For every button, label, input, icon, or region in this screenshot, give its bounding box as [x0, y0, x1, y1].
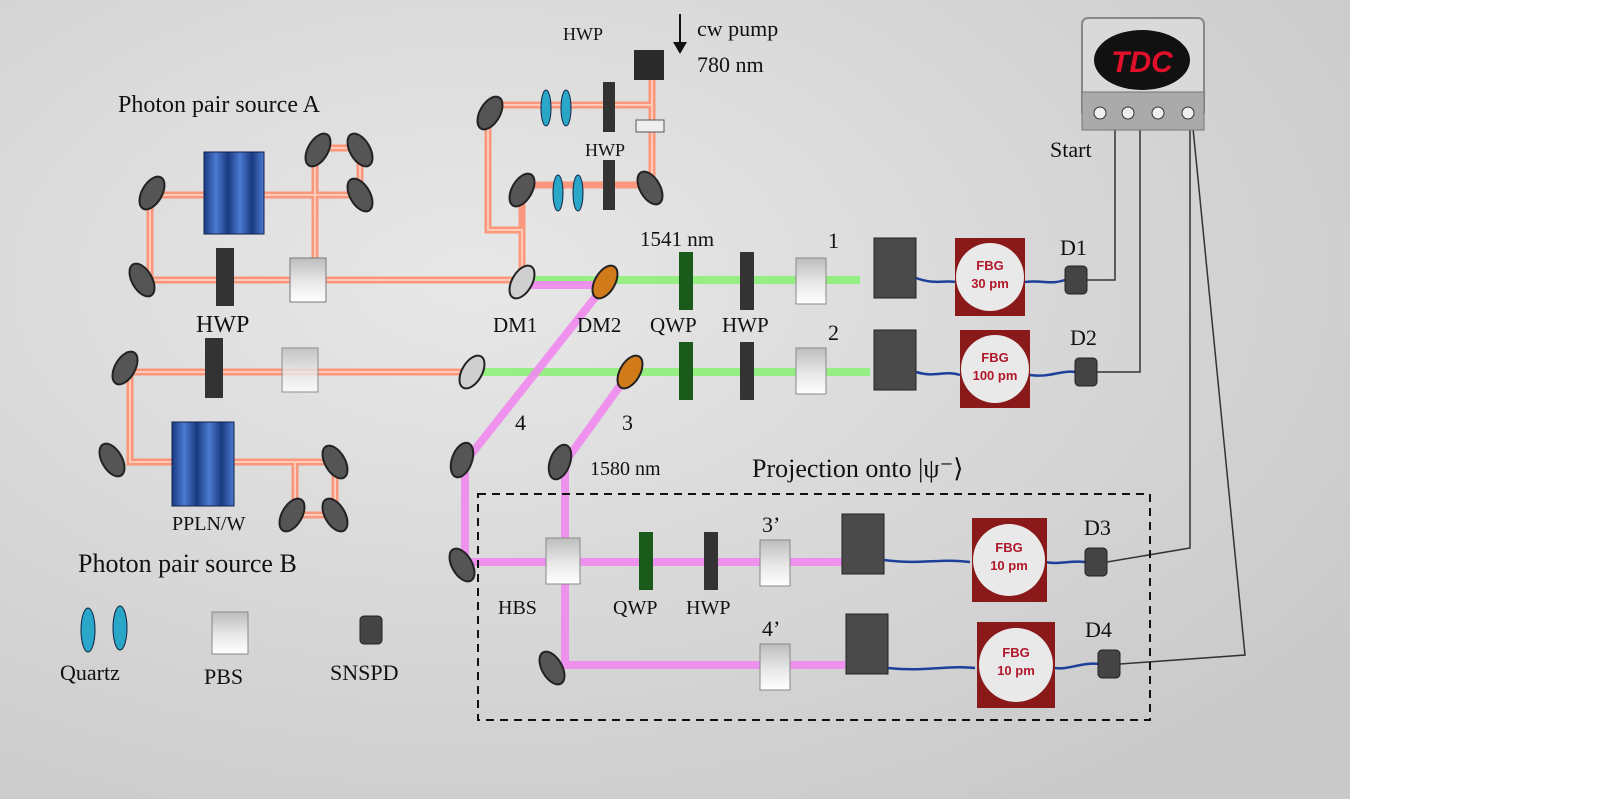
fbg-3-value: 10 pm — [990, 558, 1028, 573]
fbg-box-1: FBG 30 pm — [955, 238, 1025, 316]
projection-optics — [545, 532, 791, 691]
fbg-box-2: FBG 100 pm — [960, 330, 1030, 408]
hwp-pump-bottom-label: HWP — [585, 140, 625, 160]
tdc-box: TDC — [1081, 17, 1205, 131]
qwp-3-label: QWP — [613, 597, 657, 619]
source-a-title: Photon pair source A — [118, 92, 321, 118]
legend-quartz-label: Quartz — [60, 660, 120, 685]
dm2-label: DM2 — [577, 313, 621, 337]
fbg-box-4: FBG 10 pm — [977, 622, 1055, 708]
fibers — [883, 276, 1101, 671]
legend-snspd-label: SNSPD — [330, 660, 398, 685]
source-pbs — [281, 257, 327, 393]
fiber-couplers — [841, 237, 917, 675]
legend-icons — [80, 605, 383, 655]
mirrors — [98, 95, 664, 686]
projection-box — [477, 493, 1151, 721]
fbg-3-title: FBG — [995, 540, 1022, 555]
pump-label-line1: cw pump — [697, 16, 778, 41]
pump-label-line2: 780 nm — [697, 52, 764, 77]
hwp-1-label: HWP — [722, 313, 769, 337]
tdc-start-label: Start — [1050, 137, 1092, 162]
channel-4-label: 4 — [515, 410, 526, 435]
idler-wavelength: 1580 nm — [590, 458, 661, 480]
channel-3p-label: 3’ — [762, 512, 780, 537]
fbg-box-3: FBG 10 pm — [972, 518, 1047, 602]
fbg-1-title: FBG — [976, 258, 1003, 273]
detector-d2-label: D2 — [1070, 325, 1097, 350]
channel-4p-label: 4’ — [762, 616, 780, 641]
tdc-label: TDC — [1111, 46, 1174, 79]
fbg-1-value: 30 pm — [971, 276, 1009, 291]
fbg-4-title: FBG — [1002, 645, 1029, 660]
detector-d1-label: D1 — [1060, 235, 1087, 260]
detector-d4-label: D4 — [1085, 617, 1112, 642]
detectors — [1064, 265, 1121, 679]
signal-wavelength: 1541 nm — [640, 227, 714, 251]
pump-arrow — [673, 14, 687, 54]
hwp-3-label: HWP — [686, 597, 730, 619]
channel-2-label: 2 — [828, 320, 839, 345]
hwp-source-label: HWP — [196, 312, 249, 338]
pump-waveplates — [540, 50, 665, 212]
dichroic-mirrors — [458, 264, 644, 390]
fbg-4-value: 10 pm — [997, 663, 1035, 678]
channel-3-label: 3 — [622, 410, 633, 435]
channel-1-label: 1 — [828, 228, 839, 253]
ppln-label: PPLN/W — [172, 513, 245, 535]
qwp-1-label: QWP — [650, 313, 697, 337]
tdc-cables — [1087, 117, 1246, 665]
legend-pbs-label: PBS — [204, 664, 243, 689]
fbg-2-value: 100 pm — [973, 368, 1018, 383]
ppln-crystal-a — [203, 151, 265, 235]
dm1-label: DM1 — [493, 313, 537, 337]
arm-waveplates — [679, 252, 827, 400]
hbs-label: HBS — [498, 597, 537, 619]
labels: cw pump 780 nm HWP HWP Photon pair sourc… — [60, 16, 1112, 689]
ppln-crystal-b — [171, 421, 235, 507]
fbg-2-title: FBG — [981, 350, 1008, 365]
detector-d3-label: D3 — [1084, 515, 1111, 540]
source-waveplates — [205, 248, 234, 398]
projection-label: Projection onto |ψ⁻⟩ — [752, 454, 963, 483]
source-b-title: Photon pair source B — [78, 549, 297, 578]
hwp-pump-top-label: HWP — [563, 24, 603, 44]
